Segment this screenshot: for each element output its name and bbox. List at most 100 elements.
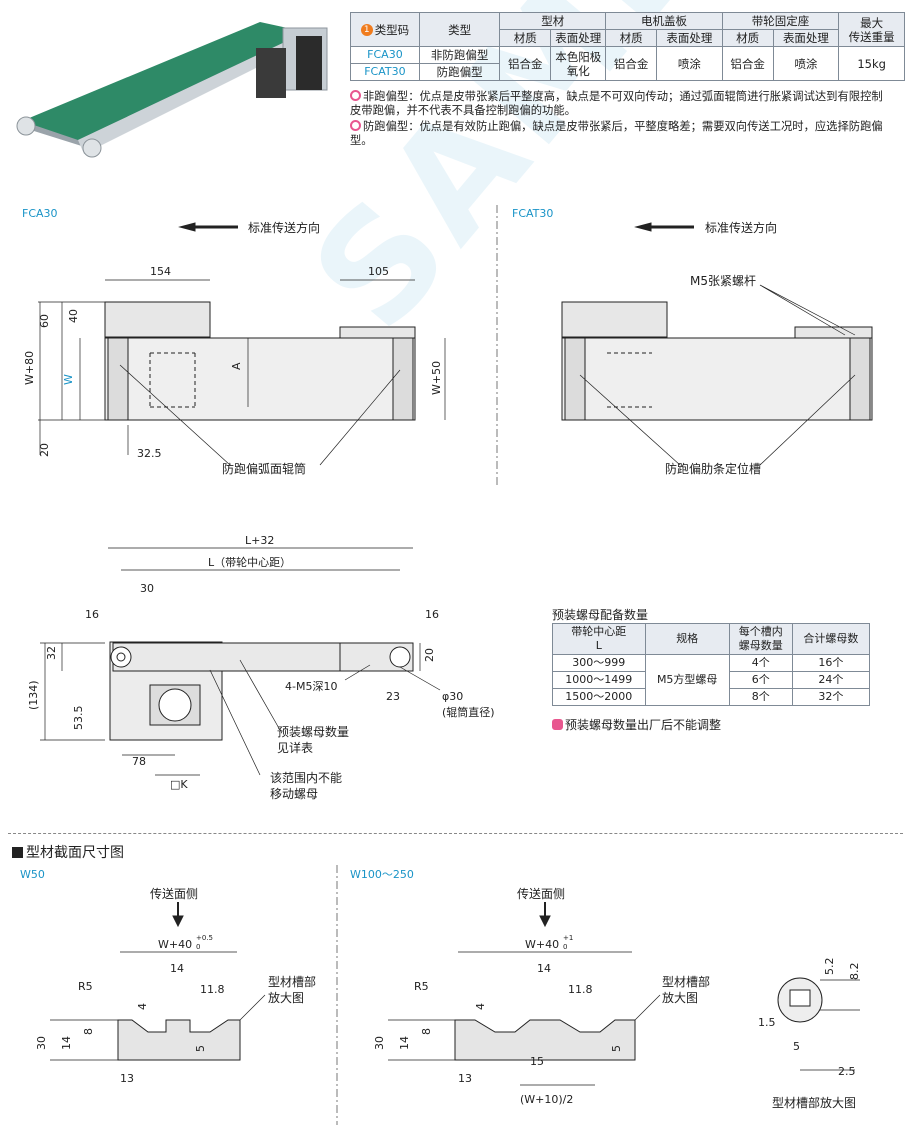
groove-label-2: 放大图 [268,990,304,1005]
label-fcat30: FCAT30 [512,207,553,220]
dim-11-8: 11.8 [200,983,225,996]
dim-32: 32 [45,646,58,660]
note-icon [350,120,361,131]
dim-16-left: 16 [85,608,99,621]
dim-phi30: φ30 [442,690,463,703]
callout-m5-screw: M5张紧螺杆 [690,274,756,288]
per-cell: 4个 [728,654,793,672]
dim-5-b: 5 [793,1040,800,1053]
dim-20b: 20 [423,648,436,662]
dim-53-5: 53.5 [72,706,85,731]
dim-l32: L+32 [245,534,274,547]
label-w100: W100～250 [350,868,414,881]
dim-23: 23 [386,690,400,703]
dim-15: 15 [530,1055,544,1068]
cover-material: 铝合金 [605,46,658,81]
header-type: 类型 [418,12,501,47]
tol-b-low: 0 [563,943,567,951]
note-non-tracking: 非跑偏型：优点是皮带张紧后平整度高，缺点是不可双向传动；通过弧面辊筒进行胀紧调试… [350,90,890,118]
header-surface: 表面处理 [656,29,723,47]
label-w50: W50 [20,868,45,881]
header-per-groove: 每个槽内 螺母数量 [728,623,793,655]
top-views-drawing: FCA30 FCAT30 标准传送方向 标准传送方向 154 105 60 40… [22,205,873,485]
dim-60: 60 [38,314,51,328]
dim-30: 30 [35,1036,48,1050]
label-fca30: FCA30 [22,207,58,220]
dim-8: 8 [420,1028,433,1035]
dim-16-right: 16 [425,608,439,621]
side-view-drawing: L+32 L（带轮中心距） 30 16 16 32 (134) 53.5 78 … [27,534,495,801]
conveying-side: 传送面侧 [517,886,565,901]
roller-diameter: (辊筒直径) [442,705,495,719]
dim-w80: W+80 [23,351,36,385]
header-max-load: 最大 传送重量 [838,12,905,47]
product-photo [16,22,328,158]
cannot-move-2: 移动螺母 [270,787,318,801]
note-text: 防跑偏型：优点是有效防止跑偏，缺点是皮带张紧后，平整度略差；需要双向传送工况时，… [350,120,883,147]
see-table-label: 见详表 [277,740,313,755]
seat-surface: 喷涂 [772,46,840,81]
header-material: 材质 [721,29,774,47]
conveying-side: 传送面侧 [150,886,198,901]
section-title-text: 型材截面尺寸图 [26,845,124,861]
dim-4: 4 [136,1003,149,1010]
groove-label-1: 型材槽部 [662,974,710,989]
note-text: 非跑偏型：优点是皮带张紧后平整度高，缺点是不可双向传动；通过弧面辊筒进行胀紧调试… [350,90,883,117]
dim-30: 30 [373,1036,386,1050]
range-cell: 1000～1499 [552,671,646,689]
header-center-distance: 带轮中心距 L [552,623,646,655]
type-cell: 非防跑偏型 [418,46,501,64]
header-profile: 型材 [499,12,607,30]
note-icon [350,90,361,101]
square-icon [12,847,23,858]
dim-w10: (W+10)/2 [520,1093,573,1106]
dim-5-2: 5.2 [823,958,836,976]
header-total: 合计螺母数 [791,623,871,655]
dim-w50: W+50 [430,361,443,395]
section-divider [8,833,903,834]
dim-32-5: 32.5 [137,447,162,460]
cannot-move-1: 该范围内不能 [270,771,342,785]
profile-surface: 本色阳极氧化 [550,46,607,81]
callout-crown-roller: 防跑偏弧面辊筒 [222,461,306,476]
type-cell: 防跑偏型 [418,63,501,81]
header-material: 材质 [499,29,552,47]
range-cell: 300～999 [552,654,646,672]
dim-40: 40 [67,309,80,323]
cover-surface: 喷涂 [656,46,723,81]
nut-table-title: 预装螺母配备数量 [552,608,649,622]
dim-11-8: 11.8 [568,983,593,996]
note-tracking: 防跑偏型：优点是有效防止跑偏，缺点是皮带张紧后，平整度略差；需要双向传送工况时，… [350,120,890,148]
dim-13: 13 [120,1072,134,1085]
tol-a-up: +0.5 [196,934,213,942]
dim-105: 105 [368,265,389,278]
per-cell: 8个 [728,688,793,706]
dim-78: 78 [132,755,146,768]
dim-154: 154 [150,265,171,278]
callout-groove: 防跑偏肋条定位槽 [665,461,761,476]
groove-label-2: 放大图 [662,990,698,1005]
dim-5: 5 [194,1045,207,1052]
dim-30: 30 [140,582,154,595]
dim-1-5: 1.5 [758,1016,776,1029]
seat-material: 铝合金 [721,46,774,81]
header-surface: 表面处理 [550,29,607,47]
tol-b-up: +1 [563,934,573,942]
dim-14v: 14 [60,1036,73,1050]
header-motor-cover: 电机盖板 [605,12,723,30]
section-title: 型材截面尺寸图 [12,842,124,862]
profile-material: 铝合金 [499,46,552,81]
preload-nut-label: 预装螺母数量 [277,724,349,739]
dim-4: 4 [474,1003,487,1010]
per-cell: 6个 [728,671,793,689]
dim-2-5: 2.5 [838,1065,856,1078]
m5-depth: 4-M5深10 [285,680,337,693]
dim-134: (134) [27,680,40,710]
groove-label-1: 型材槽部 [268,974,316,989]
dim-14: 14 [537,962,551,975]
badge-1: 1 [360,24,373,36]
header-pulley-seat: 带轮固定座 [721,12,840,30]
direction-label: 标准传送方向 [705,220,777,235]
header-material: 材质 [605,29,658,47]
header-surface: 表面处理 [772,29,840,47]
